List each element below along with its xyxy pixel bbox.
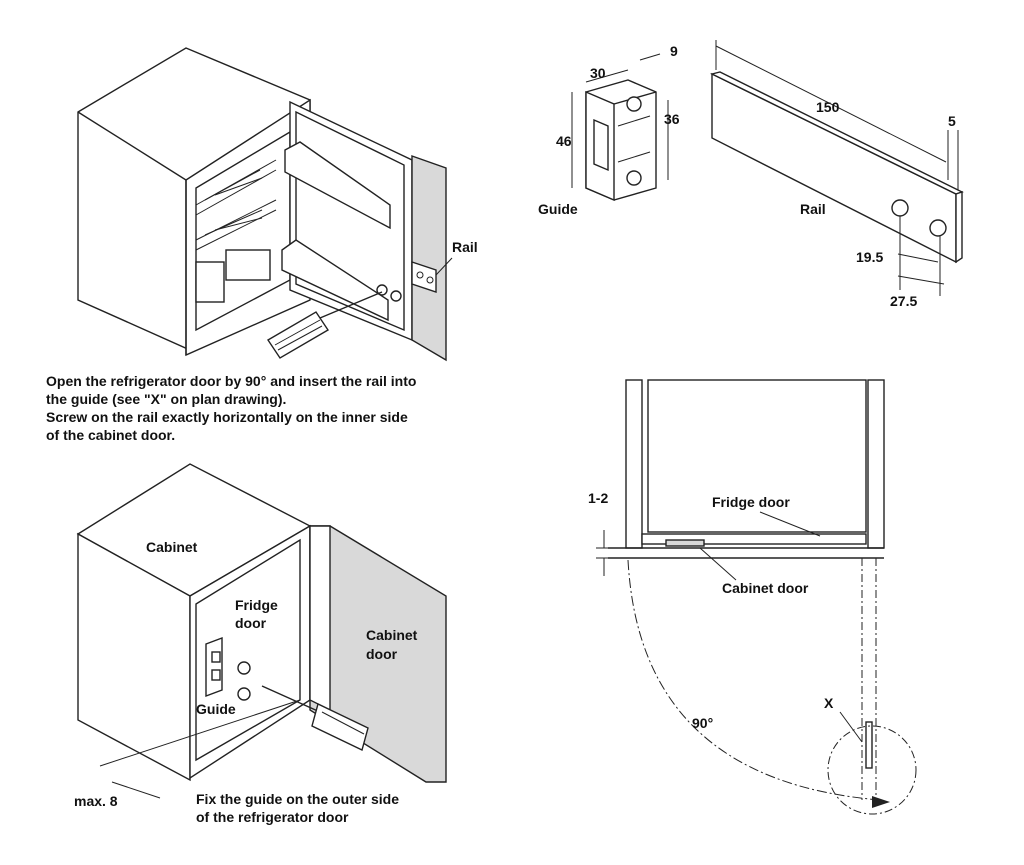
dim-guide-depth: 9 bbox=[670, 43, 678, 59]
dim-rail-hole1: 19.5 bbox=[856, 249, 883, 265]
dim-guide-hole-spacing: 36 bbox=[664, 111, 680, 127]
fridge-door-label-line1: Fridge bbox=[235, 597, 278, 613]
guide-part-drawing bbox=[585, 79, 657, 202]
rail-dimension-lines bbox=[715, 40, 959, 296]
guide-label-top-right: Guide bbox=[538, 201, 578, 217]
bottom-left-illustration bbox=[76, 463, 447, 799]
dim-guide-height: 46 bbox=[556, 133, 572, 149]
caption-line-1: Open the refrigerator door by 90° and in… bbox=[46, 373, 416, 389]
dim-guide-width: 30 bbox=[590, 65, 606, 81]
rail-part-drawing bbox=[709, 71, 964, 264]
plan-drawing bbox=[596, 379, 917, 815]
gap-dimension-label: 1-2 bbox=[588, 490, 608, 506]
top-left-caption: Open the refrigerator door by 90° and in… bbox=[46, 373, 416, 443]
x-detail-label: X bbox=[824, 695, 834, 711]
dim-rail-length: 150 bbox=[816, 99, 840, 115]
caption-line-3: Screw on the rail exactly horizontally o… bbox=[46, 409, 408, 425]
dim-rail-thickness: 5 bbox=[948, 113, 956, 129]
bottom-caption-line-1: Fix the guide on the outer side bbox=[196, 791, 399, 807]
cabinet-label: Cabinet bbox=[146, 539, 198, 555]
max-dimension-label: max. 8 bbox=[74, 793, 118, 809]
fridge-door-label-line2: door bbox=[235, 615, 267, 631]
guide-label-bottom-left: Guide bbox=[196, 701, 236, 717]
angle-label: 90° bbox=[692, 715, 713, 731]
fridge-door-label-plan: Fridge door bbox=[712, 494, 790, 510]
rail-label-top-left: Rail bbox=[452, 239, 478, 255]
bottom-caption-line-2: of the refrigerator door bbox=[196, 809, 349, 825]
caption-line-2: the guide (see "X" on plan drawing). bbox=[46, 391, 286, 407]
cabinet-door-label-line1: Cabinet bbox=[366, 627, 418, 643]
dim-rail-hole2: 27.5 bbox=[890, 293, 917, 309]
cabinet-door-label-line2: door bbox=[366, 646, 398, 662]
caption-line-4: of the cabinet door. bbox=[46, 427, 175, 443]
guide-dimension-lines bbox=[571, 53, 669, 188]
cabinet-door-label-plan: Cabinet door bbox=[722, 580, 809, 596]
top-left-illustration bbox=[77, 47, 453, 362]
rail-label-top-right: Rail bbox=[800, 201, 826, 217]
